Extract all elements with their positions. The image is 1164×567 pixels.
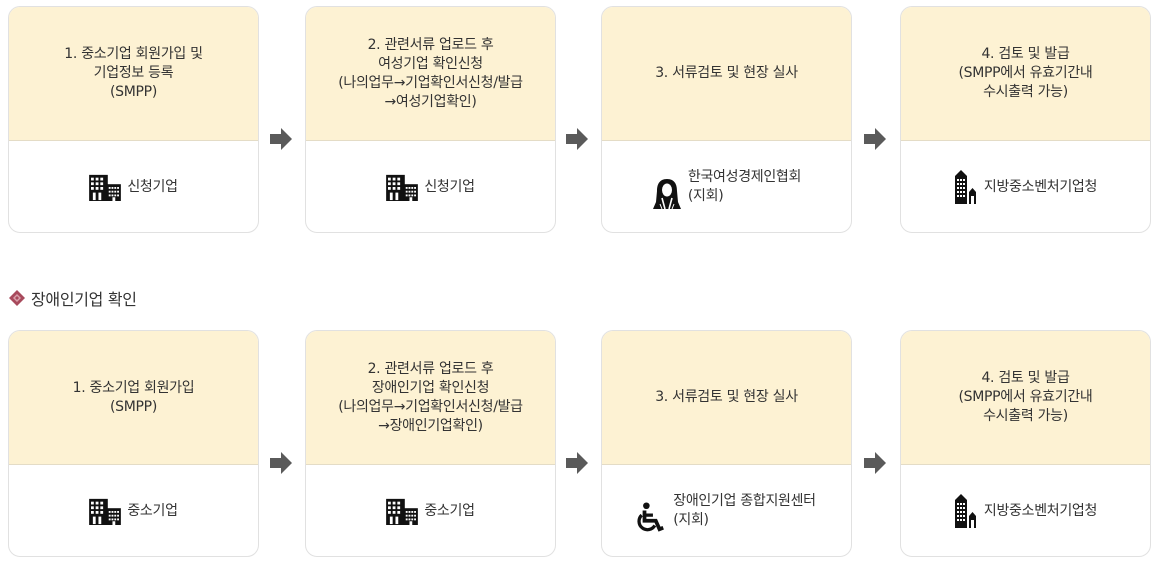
step-title: 3. 서류검토 및 현장 실사 bbox=[655, 65, 798, 81]
step-actor: 중소기업 bbox=[9, 465, 258, 557]
actor-label: 신청기업 bbox=[424, 178, 475, 195]
step-header: 3. 서류검토 및 현장 실사 bbox=[602, 7, 851, 141]
step-header: 3. 서류검토 및 현장 실사 bbox=[602, 331, 851, 465]
arrow-right-icon bbox=[270, 128, 292, 150]
office-building-icon bbox=[386, 497, 418, 525]
actor-label: 한국여성경제인협회 (지회) bbox=[687, 169, 802, 204]
step-title: 1. 중소기업 회원가입 (SMPP) bbox=[72, 379, 195, 415]
step-actor: 신청기업 bbox=[9, 141, 258, 233]
woman-icon bbox=[652, 178, 682, 210]
office-building-icon bbox=[89, 173, 121, 201]
step-card-3: 3. 서류검토 및 현장 실사 장애인기업 종합지원센터 (지회) bbox=[601, 330, 852, 557]
government-building-icon bbox=[954, 494, 978, 528]
arrow-right-icon bbox=[270, 452, 292, 474]
arrow-right-icon bbox=[566, 128, 588, 150]
actor-label: 지방중소벤처기업청 bbox=[983, 178, 1098, 195]
step-card-4: 4. 검토 및 발급 (SMPP에서 유효기간내 수시출력 가능) 지방중소벤처… bbox=[900, 6, 1151, 233]
step-card-2: 2. 관련서류 업로드 후 여성기업 확인신청 (나의업무→기업확인서신청/발급… bbox=[305, 6, 556, 233]
step-header: 1. 중소기업 회원가입 (SMPP) bbox=[9, 331, 258, 465]
government-building-icon bbox=[954, 170, 978, 204]
arrow-right-icon bbox=[566, 452, 588, 474]
step-actor: 신청기업 bbox=[306, 141, 555, 233]
actor-label: 신청기업 bbox=[127, 178, 178, 195]
arrow-right-icon bbox=[864, 128, 886, 150]
step-actor: 지방중소벤처기업청 bbox=[901, 141, 1150, 233]
step-card-1: 1. 중소기업 회원가입 및 기업정보 등록 (SMPP) 신청기업 bbox=[8, 6, 259, 233]
step-title: 4. 검토 및 발급 (SMPP에서 유효기간내 수시출력 가능) bbox=[958, 46, 1093, 100]
step-header: 2. 관련서류 업로드 후 장애인기업 확인신청 (나의업무→기업확인서신청/발… bbox=[306, 331, 555, 465]
office-building-icon bbox=[89, 497, 121, 525]
step-card-1: 1. 중소기업 회원가입 (SMPP) 중소기업 bbox=[8, 330, 259, 557]
women-enterprise-process-flow: 1. 중소기업 회원가입 및 기업정보 등록 (SMPP) 신청기업 2. 관련… bbox=[0, 6, 1164, 233]
step-card-4: 4. 검토 및 발급 (SMPP에서 유효기간내 수시출력 가능) 지방중소벤처… bbox=[900, 330, 1151, 557]
arrow-right-icon bbox=[864, 452, 886, 474]
step-header: 1. 중소기업 회원가입 및 기업정보 등록 (SMPP) bbox=[9, 7, 258, 141]
step-header: 4. 검토 및 발급 (SMPP에서 유효기간내 수시출력 가능) bbox=[901, 331, 1150, 465]
actor-label: 지방중소벤처기업청 bbox=[983, 502, 1098, 519]
step-card-3: 3. 서류검토 및 현장 실사 한국여성경제인협회 (지회) bbox=[601, 6, 852, 233]
step-card-2: 2. 관련서류 업로드 후 장애인기업 확인신청 (나의업무→기업확인서신청/발… bbox=[305, 330, 556, 557]
section-heading-disabled-enterprise: 장애인기업 확인 bbox=[9, 287, 137, 309]
step-title: 3. 서류검토 및 현장 실사 bbox=[655, 389, 798, 405]
step-actor: 중소기업 bbox=[306, 465, 555, 557]
actor-label: 중소기업 bbox=[127, 502, 178, 519]
disabled-enterprise-process-flow: 1. 중소기업 회원가입 (SMPP) 중소기업 2. 관련서류 업로드 후 장… bbox=[0, 330, 1164, 557]
office-building-icon bbox=[386, 173, 418, 201]
step-header: 2. 관련서류 업로드 후 여성기업 확인신청 (나의업무→기업확인서신청/발급… bbox=[306, 7, 555, 141]
step-title: 2. 관련서류 업로드 후 장애인기업 확인신청 (나의업무→기업확인서신청/발… bbox=[338, 360, 523, 434]
step-title: 1. 중소기업 회원가입 및 기업정보 등록 (SMPP) bbox=[64, 46, 203, 100]
step-actor: 장애인기업 종합지원센터 (지회) bbox=[602, 465, 851, 557]
step-actor: 지방중소벤처기업청 bbox=[901, 465, 1150, 557]
step-actor: 한국여성경제인협회 (지회) bbox=[602, 141, 851, 233]
step-title: 4. 검토 및 발급 (SMPP에서 유효기간내 수시출력 가능) bbox=[958, 370, 1093, 424]
actor-label: 중소기업 bbox=[424, 502, 475, 519]
step-title: 2. 관련서류 업로드 후 여성기업 확인신청 (나의업무→기업확인서신청/발급… bbox=[338, 36, 523, 110]
actor-label: 장애인기업 종합지원센터 (지회) bbox=[673, 493, 816, 528]
diamond-bullet-icon bbox=[9, 290, 25, 306]
step-header: 4. 검토 및 발급 (SMPP에서 유효기간내 수시출력 가능) bbox=[901, 7, 1150, 141]
wheelchair-icon bbox=[637, 502, 667, 532]
section-heading-text: 장애인기업 확인 bbox=[31, 290, 137, 309]
